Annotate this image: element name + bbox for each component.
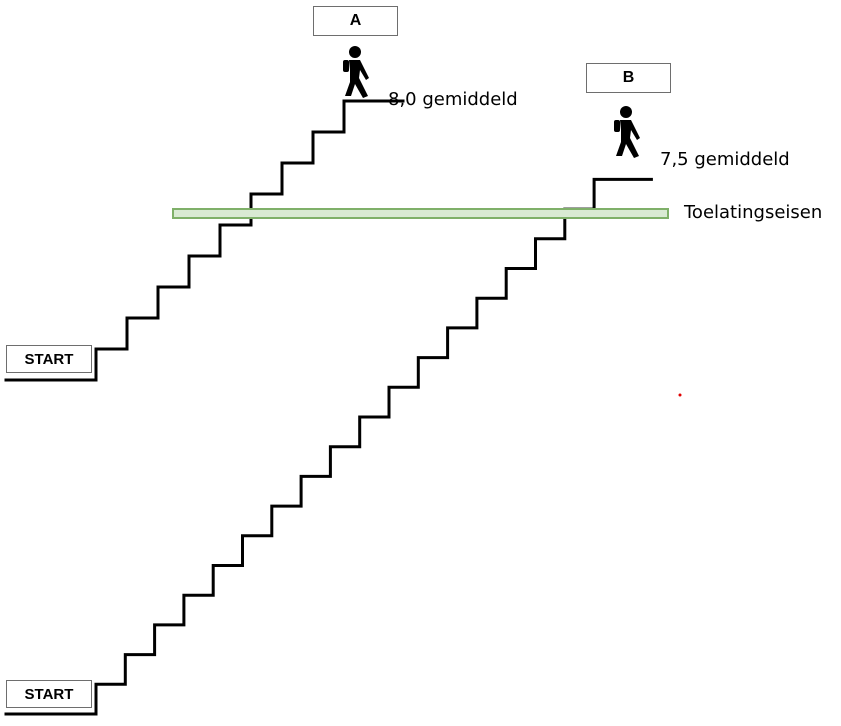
student-a-average: 8,0 gemiddeld [388, 89, 518, 110]
hiker-backpack [343, 60, 349, 72]
staircase-a [4, 99, 405, 382]
hiker-head [349, 46, 361, 58]
red-dot [678, 393, 682, 397]
threshold-bar [172, 208, 669, 219]
hiker-body [616, 120, 640, 158]
walking-hiker-icon [614, 106, 640, 158]
student-a-label: A [313, 6, 398, 36]
student-b-average: 7,5 gemiddeld [660, 149, 790, 170]
hiker-body [345, 60, 369, 98]
staircase-b [4, 177, 653, 716]
staircase-b-steps [4, 177, 653, 716]
student-b-label: B [586, 63, 671, 93]
staircase-a-steps [4, 99, 405, 382]
start-label-a: START [6, 345, 92, 373]
hiker-head [620, 106, 632, 118]
start-label-b: START [6, 680, 92, 708]
threshold-label: Toelatingseisen [684, 202, 823, 223]
walking-hiker-icon [343, 46, 369, 98]
hiker-backpack [614, 120, 620, 132]
